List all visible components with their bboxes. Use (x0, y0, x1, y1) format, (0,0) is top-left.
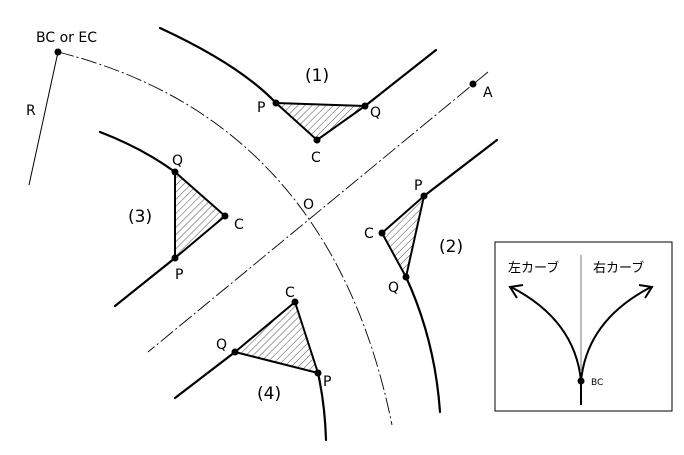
case2-q-label: Q (388, 280, 399, 296)
case3-point-q (171, 168, 179, 176)
case2-point-q (402, 273, 410, 281)
inset-left-curve-label: 左カーブ (508, 260, 559, 276)
case3-q-label: Q (172, 153, 183, 169)
point-o-label: O (303, 197, 314, 213)
case4-number: (4) (257, 384, 281, 404)
case1-q-label: Q (370, 105, 381, 121)
case1-c-label: C (311, 150, 321, 166)
case4-point-c (291, 298, 299, 306)
case3-curve (98, 130, 177, 174)
inset-panel: 左カーブ 右カーブ BC (494, 241, 673, 412)
case4-p-label: P (323, 374, 331, 390)
radius-label: R (26, 103, 36, 119)
inset-right-curve (580, 286, 652, 382)
inset-right-curve-label: 右カーブ (593, 260, 644, 276)
case4-q-label: Q (216, 337, 227, 353)
case3-number: (3) (128, 207, 152, 227)
case3-point-p (171, 254, 179, 262)
case1-point-c (313, 136, 321, 144)
radius-line (28, 51, 59, 186)
inset-right-arrow-icon (638, 284, 654, 299)
case3-p-label: P (175, 267, 183, 283)
inset-left-curve (510, 286, 582, 405)
case1-point-p (272, 99, 280, 107)
case4-curve (316, 371, 328, 442)
point-a (469, 80, 477, 88)
inset-bc-point (577, 377, 585, 385)
case3-tangent (113, 256, 177, 308)
case2-curve (404, 275, 442, 414)
bc-ec-label: BC or EC (36, 30, 97, 46)
case4-point-p (314, 369, 322, 377)
case3-point-c (221, 212, 229, 220)
case2-number: (2) (439, 237, 463, 257)
case2-point-p (420, 192, 428, 200)
case2-tangent (422, 138, 499, 198)
case2-point-c (378, 229, 386, 237)
case4-point-q (231, 348, 239, 356)
case4-c-label: C (285, 285, 295, 301)
case1-number: (1) (305, 66, 329, 86)
case1-triangle (275, 102, 366, 141)
case4-triangle (234, 301, 319, 374)
center-arc (57, 51, 393, 426)
case3-c-label: C (234, 217, 244, 233)
case1-tangent (363, 48, 438, 108)
case2-p-label: P (414, 178, 422, 194)
inset-bc-label: BC (591, 378, 603, 388)
case1-point-q (361, 102, 369, 110)
case1-curve (158, 26, 278, 105)
case2-c-label: C (364, 226, 374, 242)
case3-triangle (174, 171, 226, 259)
case4-tangent (173, 350, 237, 400)
inset-left-arrow-icon (508, 284, 524, 299)
diagonal-axis (147, 71, 489, 353)
case2-triangle (381, 195, 425, 278)
case1-p-label: P (257, 100, 265, 116)
point-a-label: A (483, 85, 493, 101)
